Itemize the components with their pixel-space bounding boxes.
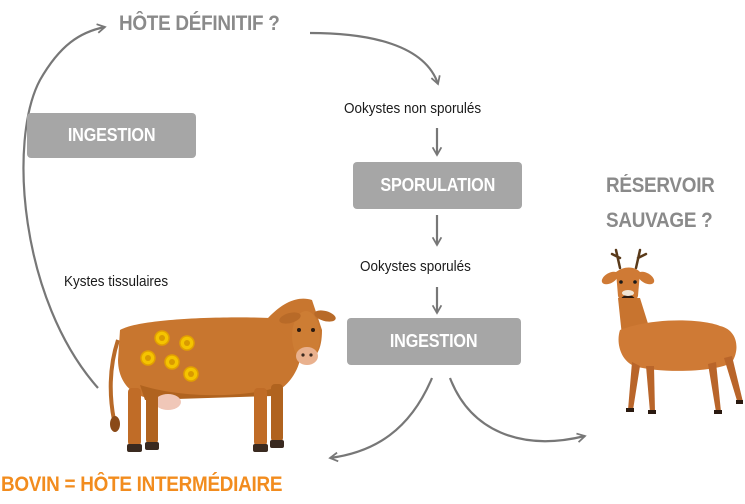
definitive-host-label: HÔTE DÉFINITIF ? bbox=[119, 12, 280, 36]
tissue-cysts-label: Kystes tissulaires bbox=[64, 274, 168, 290]
sporulated-oocysts-label: Ookystes sporulés bbox=[360, 259, 471, 275]
arrow-to-unsporulated bbox=[310, 33, 438, 84]
cow-illustration bbox=[110, 299, 337, 452]
cycle-arrow-left bbox=[23, 27, 105, 388]
sporulation-box-label: SPORULATION bbox=[380, 175, 495, 196]
wild-reservoir-label-line2: SAUVAGE ? bbox=[606, 209, 712, 233]
deer-illustration bbox=[600, 250, 743, 414]
wild-reservoir-label-line1: RÉSERVOIR bbox=[606, 174, 715, 198]
unsporulated-oocysts-label: Ookystes non sporulés bbox=[344, 101, 481, 117]
ingestion-box-left: INGESTION bbox=[27, 113, 196, 158]
ingestion-box-center: INGESTION bbox=[347, 318, 521, 365]
arrow-to-cow bbox=[330, 378, 432, 458]
ingestion-box-center-label: INGESTION bbox=[390, 331, 477, 352]
ingestion-box-left-label: INGESTION bbox=[68, 125, 155, 146]
arrow-to-deer bbox=[450, 378, 585, 441]
sporulation-box: SPORULATION bbox=[353, 162, 522, 209]
intermediate-host-label: BOVIN = HÔTE INTERMÉDIAIRE bbox=[1, 473, 282, 497]
